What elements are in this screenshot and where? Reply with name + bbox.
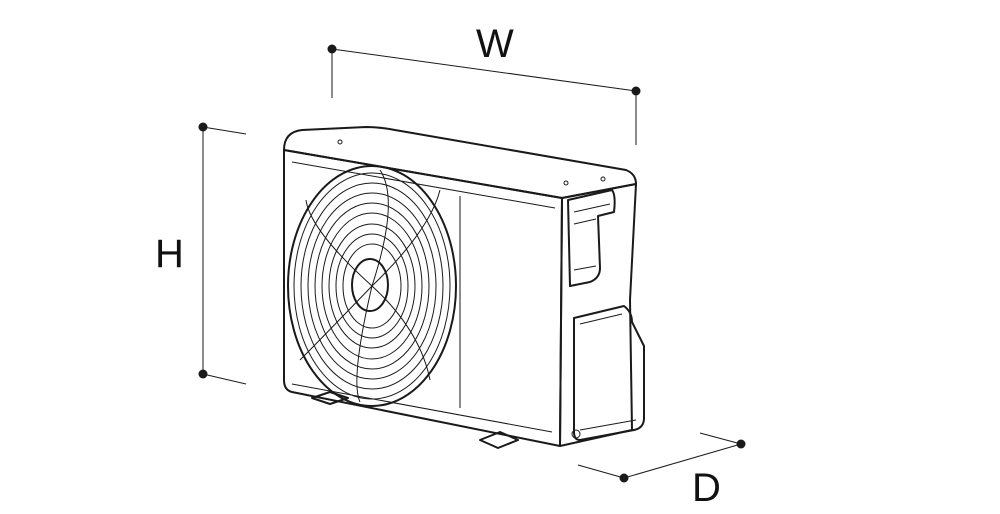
valve-cover — [567, 189, 616, 287]
outdoor-unit — [283, 126, 645, 449]
unit-top-face — [283, 126, 637, 199]
fan-grille — [287, 165, 457, 407]
depth-dimension — [577, 432, 746, 483]
width-start-dot — [327, 44, 337, 54]
unit-side-face — [559, 183, 637, 447]
depth-end-dot — [736, 439, 746, 449]
unit-front-face — [283, 149, 563, 447]
unit-foot-left — [311, 391, 349, 405]
height-dimension — [198, 122, 247, 385]
height-start-dot — [198, 122, 208, 132]
depth-label: D — [692, 466, 721, 510]
height-end-dot — [198, 369, 208, 379]
depth-start-dot — [619, 473, 629, 483]
wiring-cover — [573, 305, 645, 441]
width-end-dot — [631, 86, 641, 96]
fan-hub — [351, 258, 389, 312]
width-label: W — [476, 22, 514, 66]
height-label: H — [155, 232, 184, 276]
width-dimension — [327, 44, 641, 145]
unit-foot-right — [479, 431, 519, 449]
